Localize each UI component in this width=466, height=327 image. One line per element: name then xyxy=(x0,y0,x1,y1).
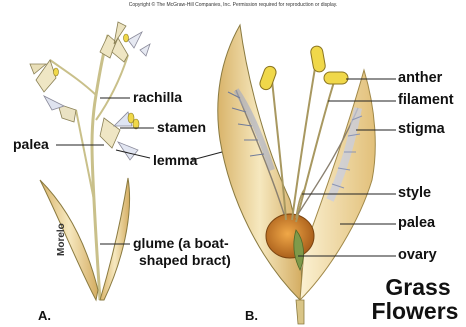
label-rachilla: rachilla xyxy=(133,90,182,105)
label-stigma: stigma xyxy=(398,122,445,137)
label-lemma: lemma xyxy=(153,153,197,168)
panel-a-letter: A. xyxy=(38,308,51,323)
title-line1: Grass xyxy=(370,275,466,300)
ovary-shape xyxy=(266,214,314,258)
label-stamen: stamen xyxy=(157,120,206,135)
artist-signature: Morelo xyxy=(56,223,67,256)
spikelet-drawing xyxy=(30,22,150,300)
label-palea-b: palea xyxy=(398,216,435,231)
anther-shapes xyxy=(258,45,348,91)
label-ovary: ovary xyxy=(398,248,437,263)
label-glume-line2: shaped bract) xyxy=(139,253,231,268)
label-filament: filament xyxy=(398,93,454,108)
panel-b-letter: B. xyxy=(245,308,258,323)
floret-drawing xyxy=(218,25,375,324)
label-glume-line1: glume (a boat- xyxy=(133,236,229,251)
title-line2: Flowers xyxy=(364,299,466,324)
glume-bracts xyxy=(40,178,130,300)
label-palea-a: palea xyxy=(13,137,49,152)
label-style: style xyxy=(398,186,431,201)
label-anther: anther xyxy=(398,71,442,86)
